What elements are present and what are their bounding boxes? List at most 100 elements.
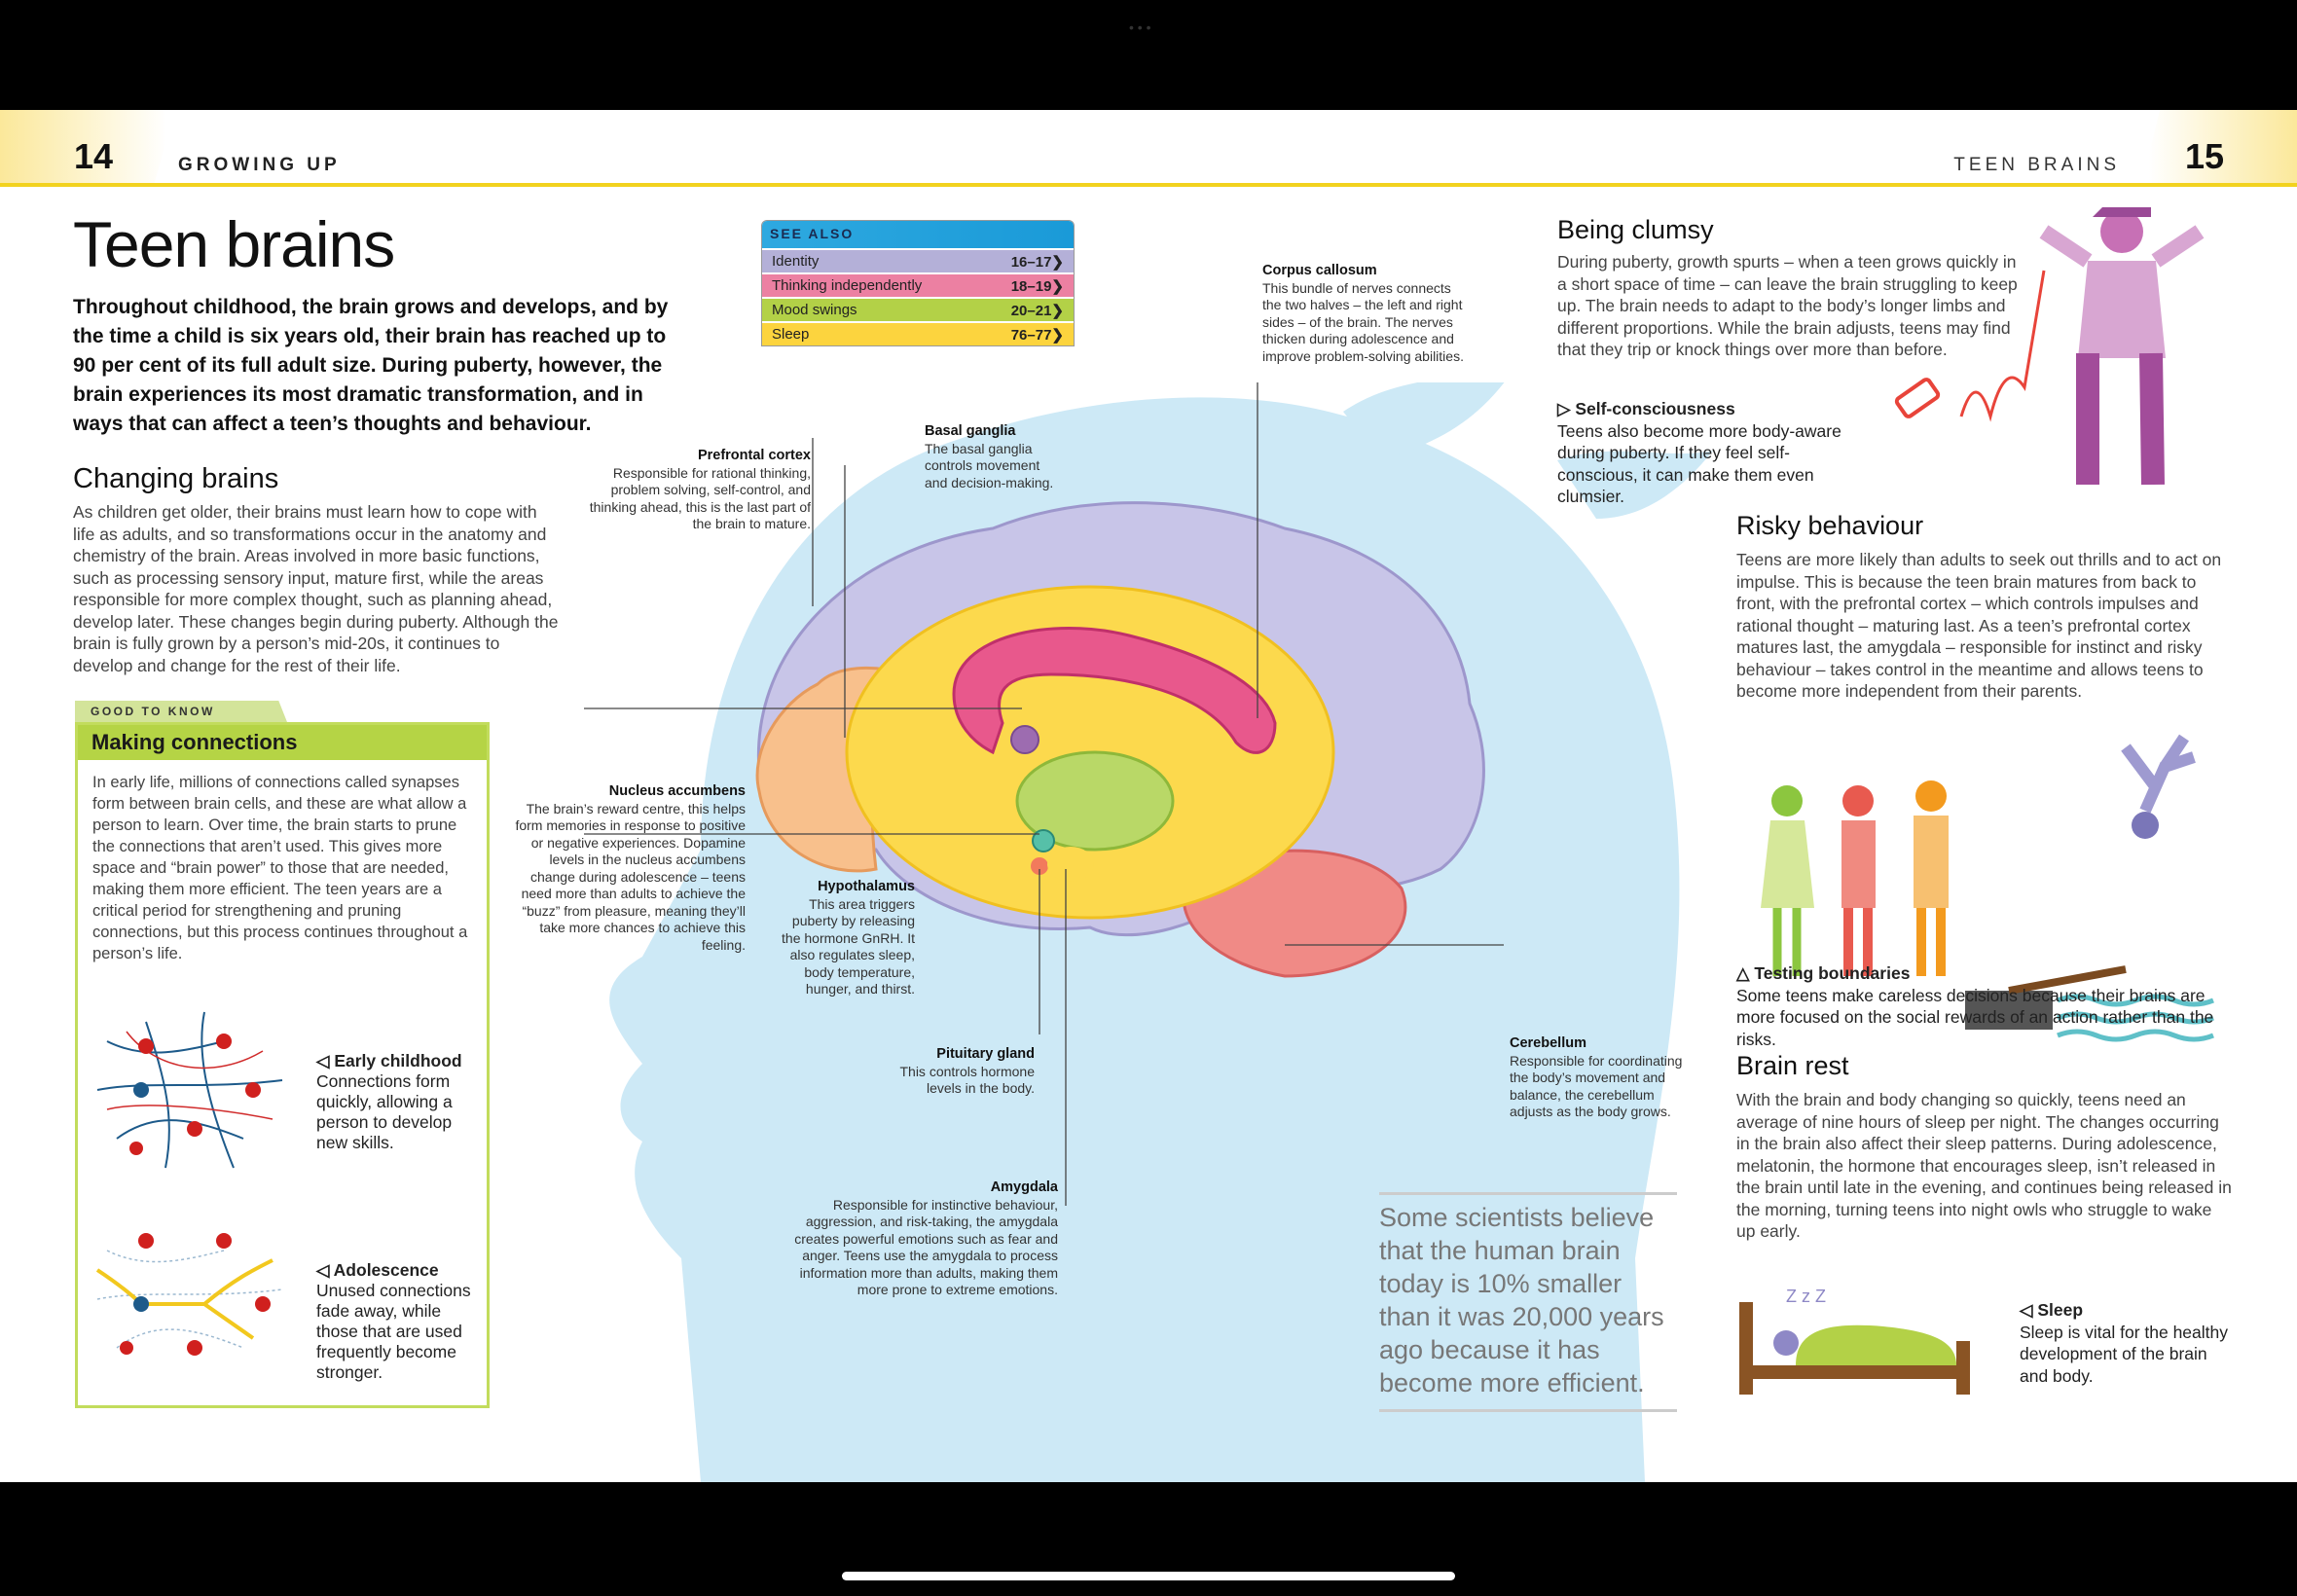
nucleus-accumbens bbox=[1010, 725, 1039, 754]
wall bbox=[1965, 991, 2053, 1030]
corpus-callosum bbox=[952, 627, 1277, 755]
brain-rest-text: With the brain and body changing so quic… bbox=[1736, 1090, 2232, 1241]
being-clumsy-text: During puberty, growth spurts – when a t… bbox=[1557, 252, 2018, 359]
page-number-left: 14 bbox=[74, 136, 114, 176]
see-also-link-mood[interactable]: Mood swings 20–21❯ bbox=[762, 297, 1074, 321]
neurons-early-childhood-icon bbox=[96, 1011, 283, 1169]
caption-text: Sleep is vital for the healthy developme… bbox=[2020, 1322, 2229, 1386]
good-to-know-box: Making connections In early life, millio… bbox=[75, 722, 490, 1408]
link-pages: 76–77❯ bbox=[1010, 326, 1064, 344]
thalamus bbox=[1015, 750, 1175, 852]
risky-behaviour-text: Teens are more likely than adults to see… bbox=[1736, 550, 2222, 701]
link-pages: 18–19❯ bbox=[1010, 277, 1064, 295]
leader-lines bbox=[584, 382, 1504, 1206]
head-brain-illustration bbox=[584, 382, 1713, 1482]
caption-title: ▷ Self-consciousness bbox=[1557, 399, 1735, 418]
label-text: The brain’s reward centre, this helps fo… bbox=[515, 800, 746, 953]
bounce-trail bbox=[1959, 270, 2046, 422]
teen-green bbox=[1761, 785, 1814, 976]
label-text: Responsible for coordinating the body’s … bbox=[1510, 1052, 1683, 1120]
link-pages: 16–17❯ bbox=[1010, 253, 1064, 271]
link-label: Sleep bbox=[772, 326, 810, 343]
amygdala bbox=[1047, 847, 1094, 882]
caption-text: Teens also become more body-aware during… bbox=[1557, 420, 1841, 507]
label-text: Responsible for instinctive behaviour, a… bbox=[794, 1196, 1058, 1298]
section-title-left: GROWING UP bbox=[178, 155, 341, 175]
link-label: Mood swings bbox=[772, 302, 857, 318]
label-text: Responsible for rational thinking, probl… bbox=[589, 464, 811, 532]
changing-brains-text: As children get older, their brains must… bbox=[73, 502, 559, 675]
label-title: Prefrontal cortex bbox=[697, 448, 811, 463]
header-tab-left bbox=[0, 110, 175, 184]
label-title: Corpus callosum bbox=[1262, 263, 1377, 278]
page-title: Teen brains bbox=[73, 208, 395, 280]
label-title: Pituitary gland bbox=[936, 1046, 1035, 1062]
risky-behaviour-heading: Risky behaviour bbox=[1736, 511, 1924, 540]
making-connections-heading: Making connections bbox=[78, 725, 487, 760]
caption-title: ◁ Adolescence bbox=[316, 1260, 439, 1280]
diving-board bbox=[2008, 965, 2127, 995]
caption-text: Unused connections fade away, while thos… bbox=[316, 1281, 471, 1382]
sleeping-teen-illustration: Z z Z bbox=[1739, 1287, 1970, 1395]
see-also-link-identity[interactable]: Identity 16–17❯ bbox=[762, 248, 1074, 272]
changing-brains-heading: Changing brains bbox=[73, 463, 279, 494]
label-title: Nucleus accumbens bbox=[608, 783, 746, 799]
link-pages: 20–21❯ bbox=[1010, 302, 1064, 319]
see-also-heading: SEE ALSO bbox=[762, 221, 1074, 248]
jumping-teen bbox=[2121, 734, 2196, 839]
hypothalamus bbox=[1032, 829, 1055, 852]
link-label: Thinking independently bbox=[772, 277, 923, 294]
label-title: Cerebellum bbox=[1510, 1035, 1586, 1051]
page-number-right: 15 bbox=[2184, 136, 2224, 176]
teen-head bbox=[2100, 210, 2143, 253]
testing-boundaries-illustration bbox=[1761, 734, 2214, 1042]
caption-title: △ Testing boundaries bbox=[1736, 963, 1911, 983]
zzz-icon: Z z Z bbox=[1786, 1287, 1826, 1306]
label-text: This area triggers puberty by releasing … bbox=[782, 895, 915, 998]
intro-paragraph: Throughout childhood, the brain grows an… bbox=[73, 296, 669, 435]
water bbox=[2057, 994, 2214, 1042]
making-connections-text: In early life, millions of connections c… bbox=[92, 774, 468, 962]
book-spread: 14 GROWING UP TEEN BRAINS 15 Teen brains… bbox=[0, 110, 2297, 1482]
see-also-box: SEE ALSO Identity 16–17❯ Thinking indepen… bbox=[761, 220, 1075, 346]
clumsy-teen-illustration bbox=[1894, 207, 2205, 486]
window-dots[interactable]: • • • bbox=[1129, 19, 1151, 35]
phone-icon bbox=[1894, 378, 1941, 418]
section-title-right: TEEN BRAINS bbox=[1953, 155, 2120, 175]
home-indicator[interactable] bbox=[842, 1572, 1455, 1580]
label-text: This controls hormone levels in the body… bbox=[899, 1063, 1035, 1097]
neurons-adolescence-icon bbox=[95, 1233, 283, 1356]
link-label: Identity bbox=[772, 253, 820, 270]
label-title: Hypothalamus bbox=[818, 879, 915, 894]
pituitary-gland bbox=[1031, 857, 1048, 875]
caption-title: ◁ Sleep bbox=[2020, 1300, 2084, 1320]
good-to-know-tab: GOOD TO KNOW bbox=[75, 701, 287, 722]
being-clumsy-heading: Being clumsy bbox=[1557, 215, 1714, 244]
header-tab-right bbox=[2141, 110, 2297, 184]
header-rule bbox=[0, 183, 2297, 187]
label-title: Basal ganglia bbox=[925, 423, 1016, 439]
see-also-link-thinking[interactable]: Thinking independently 18–19❯ bbox=[762, 272, 1074, 297]
brain-rest-heading: Brain rest bbox=[1736, 1051, 1849, 1080]
caption-title: ◁ Early childhood bbox=[316, 1051, 462, 1070]
label-title: Amygdala bbox=[990, 1179, 1058, 1195]
see-also-link-sleep[interactable]: Sleep 76–77❯ bbox=[762, 321, 1074, 345]
caption-text: Connections form quickly, allowing a per… bbox=[316, 1071, 453, 1152]
teen-orange bbox=[1914, 780, 1949, 976]
label-text: This bundle of nerves connects the two h… bbox=[1262, 279, 1464, 364]
label-text: The basal ganglia controls movement and … bbox=[925, 440, 1054, 490]
pull-quote: Some scientists believe that the human b… bbox=[1379, 1192, 1677, 1412]
